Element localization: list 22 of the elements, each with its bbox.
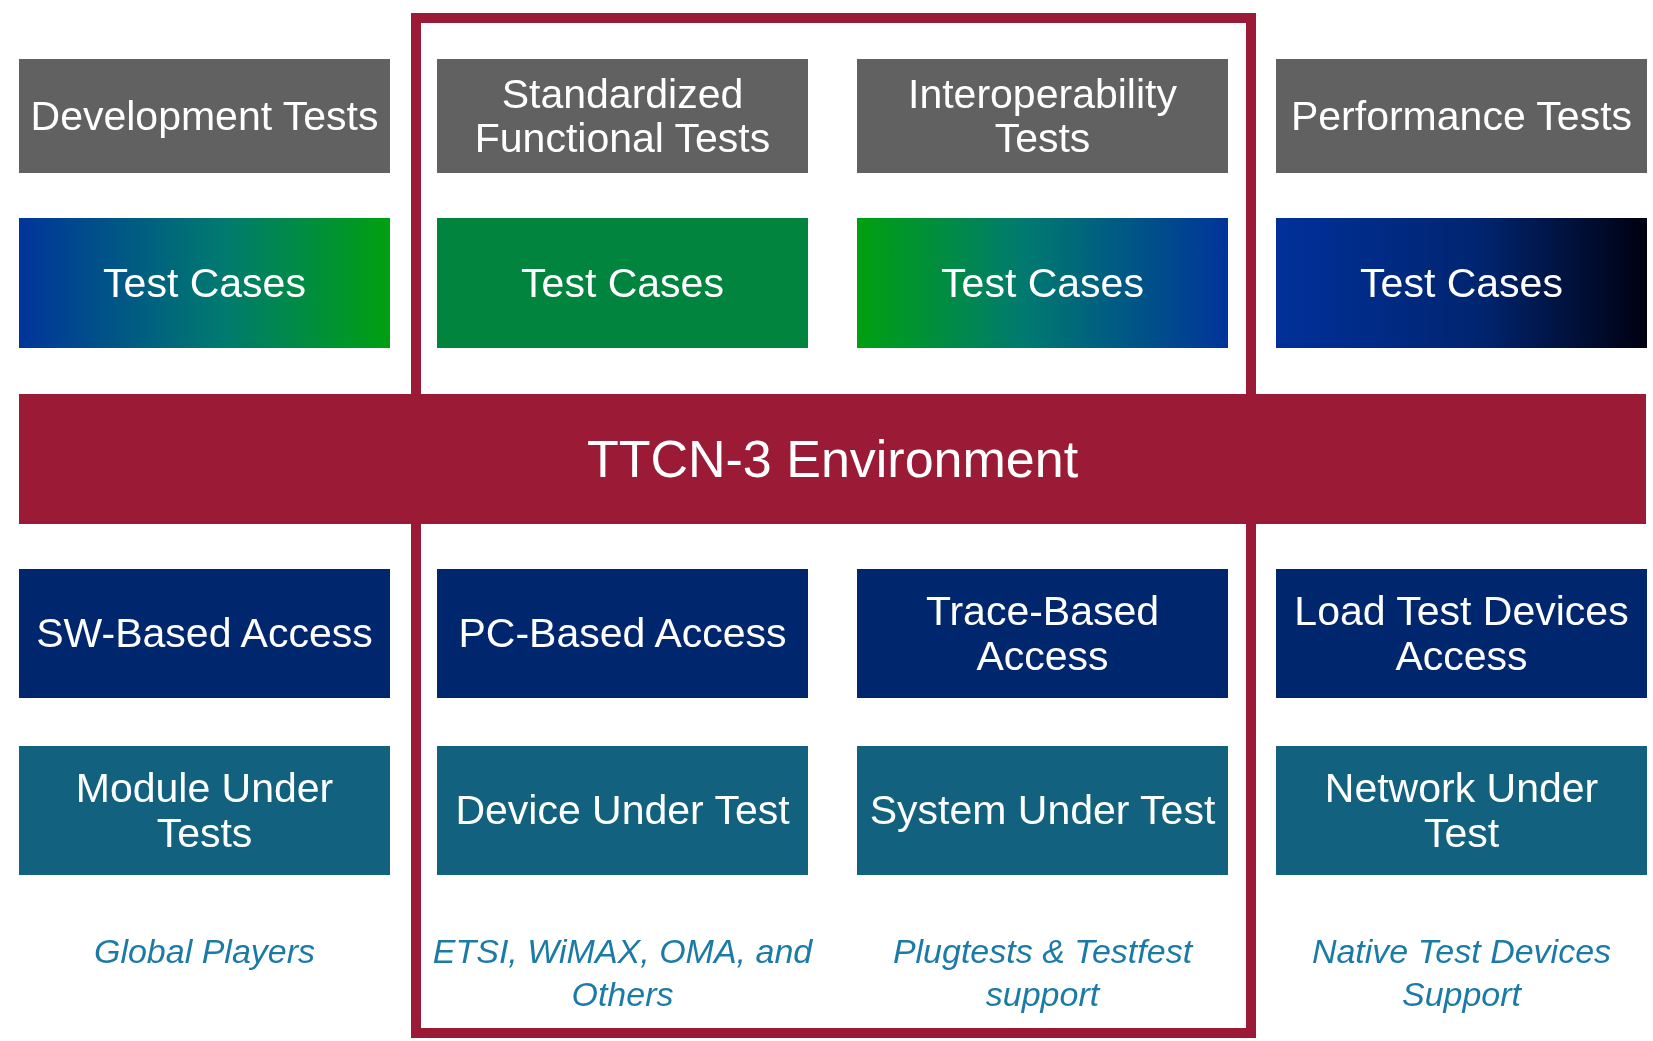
test-cases-box: Test Cases bbox=[857, 218, 1228, 348]
category-header: Standardized Functional Tests bbox=[437, 59, 808, 173]
access-box: Load Test Devices Access bbox=[1276, 569, 1647, 698]
frame-outline bbox=[411, 13, 1256, 1038]
target-box: Device Under Test bbox=[437, 746, 808, 875]
access-box: SW-Based Access bbox=[19, 569, 390, 698]
column-note: Native Test Devices Support bbox=[1310, 931, 1613, 1015]
test-cases-box: Test Cases bbox=[437, 218, 808, 348]
column-note: Global Players bbox=[92, 931, 317, 972]
access-box: PC-Based Access bbox=[437, 569, 808, 698]
column-note: ETSI, WiMAX, OMA, and Others bbox=[431, 931, 814, 1015]
test-cases-box: Test Cases bbox=[1276, 218, 1647, 348]
environment-band: TTCN-3 Environment bbox=[19, 394, 1646, 524]
target-box: Module Under Tests bbox=[19, 746, 390, 875]
target-box: Network Under Test bbox=[1276, 746, 1647, 875]
test-cases-box: Test Cases bbox=[19, 218, 390, 348]
column-note: Plugtests & Testfest support bbox=[891, 931, 1195, 1015]
target-box: System Under Test bbox=[857, 746, 1228, 875]
category-header: Performance Tests bbox=[1276, 59, 1647, 173]
category-header: Interoperability Tests bbox=[857, 59, 1228, 173]
category-header: Development Tests bbox=[19, 59, 390, 173]
access-box: Trace-Based Access bbox=[857, 569, 1228, 698]
